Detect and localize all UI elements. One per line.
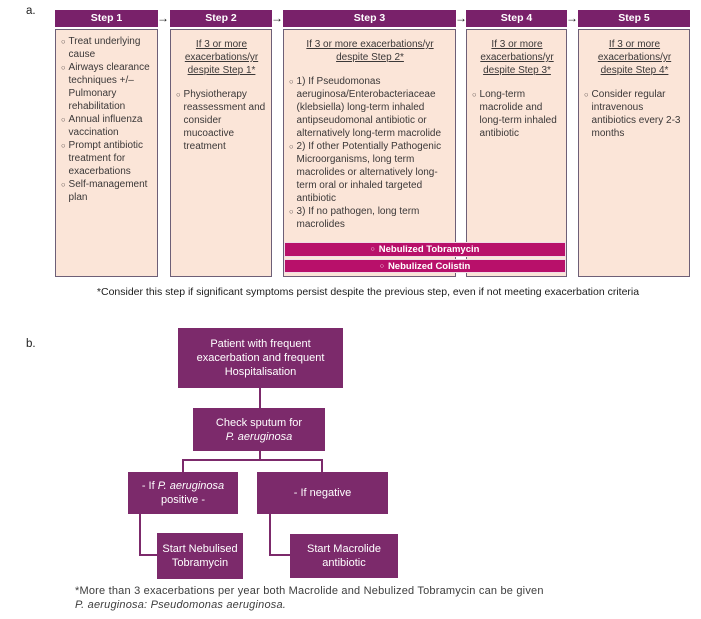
- bullet-item: ○Physiotherapy reassessment and consider…: [176, 88, 267, 153]
- nebulized-tobramycin-label: Nebulized Tobramycin: [378, 244, 480, 255]
- step-5-header: Step 5: [578, 10, 690, 27]
- circle-bullet-icon: ○: [61, 115, 66, 124]
- connector-line: [182, 459, 323, 461]
- start-macrolide-text: Start Macrolide antibiotic: [307, 543, 381, 569]
- panel-b-footnote: *More than 3 exacerbations per year both…: [75, 585, 544, 612]
- step-4-header: Step 4: [466, 10, 567, 27]
- bullet-item: ○Annual influenza vaccination: [61, 113, 153, 139]
- panel-a-label: a.: [26, 5, 36, 17]
- connector-line: [139, 514, 141, 556]
- step-2-header: Step 2: [170, 10, 272, 27]
- circle-bullet-icon: ○: [472, 90, 477, 99]
- bullet-item: ○3) If no pathogen, long term macrolides: [289, 205, 451, 231]
- circle-bullet-icon: ○: [61, 63, 66, 72]
- bullet-text: Airways clearance techniques +/– Pulmona…: [68, 62, 150, 112]
- circle-bullet-icon: ○: [379, 262, 384, 270]
- flow-node-start-tobramycin: Start Nebulised Tobramycin: [157, 533, 243, 579]
- step-3-bullets: ○1) If Pseudomonas aeruginosa/Enterobact…: [289, 75, 451, 231]
- step-4-column: Step 4 If 3 or more exacerbations/yr des…: [466, 10, 567, 277]
- bullet-text: Consider regular intravenous antibiotics…: [591, 89, 681, 139]
- circle-bullet-icon: ○: [370, 246, 375, 253]
- circle-bullet-icon: ○: [289, 207, 294, 216]
- check-sputum-line2: P. aeruginosa: [225, 430, 293, 443]
- step-4-heading: If 3 or more exacerbations/yr despite St…: [480, 39, 554, 76]
- step-2-column: Step 2 If 3 or more exacerbations/yr des…: [170, 10, 272, 277]
- panel-b-footnote-line2: P. aeruginosa: Pseudomonas aeruginosa.: [75, 598, 287, 611]
- bullet-item: ○1) If Pseudomonas aeruginosa/Enterobact…: [289, 75, 451, 140]
- panel-b-footnote-line1: *More than 3 exacerbations per year both…: [75, 585, 544, 597]
- arrow-right-icon: →: [566, 11, 578, 25]
- bullet-item: ○Airways clearance techniques +/– Pulmon…: [61, 61, 153, 113]
- bullet-text: Self-management plan: [68, 179, 148, 203]
- bullet-text: Long-term macrolide and long-term inhale…: [479, 89, 557, 139]
- connector-line: [182, 459, 184, 472]
- step-5-body: If 3 or more exacerbations/yr despite St…: [578, 29, 690, 277]
- step-1-body: ○Treat underlying cause○Airways clearanc…: [55, 29, 158, 277]
- circle-bullet-icon: ○: [289, 142, 294, 151]
- flow-node-start-macrolide: Start Macrolide antibiotic: [290, 534, 398, 578]
- bullet-text: 2) If other Potentially Pathogenic Micro…: [296, 141, 442, 204]
- step-4-body: If 3 or more exacerbations/yr despite St…: [466, 29, 567, 277]
- panel-b-label: b.: [26, 338, 36, 350]
- bullet-text: Prompt antibiotic treatment for exacerba…: [68, 140, 144, 177]
- bullet-text: Annual influenza vaccination: [68, 114, 143, 138]
- connector-line: [269, 514, 271, 556]
- step-3-body: If 3 or more exacerbations/yr despite St…: [283, 29, 456, 277]
- circle-bullet-icon: ○: [61, 141, 66, 150]
- circle-bullet-icon: ○: [176, 90, 181, 99]
- step-2-heading: If 3 or more exacerbations/yr despite St…: [184, 39, 259, 76]
- positive-text-pre: - If: [141, 480, 158, 492]
- bullet-item: ○Self-management plan: [61, 178, 153, 204]
- bullet-item: ○2) If other Potentially Pathogenic Micr…: [289, 140, 451, 205]
- start-tobramycin-text: Start Nebulised Tobramycin: [162, 543, 238, 569]
- connector-line: [321, 459, 323, 472]
- step-1-bullets: ○Treat underlying cause○Airways clearanc…: [61, 35, 153, 204]
- step-3-column: Step 3 If 3 or more exacerbations/yr des…: [283, 10, 456, 277]
- circle-bullet-icon: ○: [584, 90, 589, 99]
- step-5-bullets: ○Consider regular intravenous antibiotic…: [584, 88, 685, 140]
- step-4-bullets: ○Long-term macrolide and long-term inhal…: [472, 88, 562, 140]
- step-1-column: Step 1 ○Treat underlying cause○Airways c…: [55, 10, 158, 277]
- step-5-heading: If 3 or more exacerbations/yr despite St…: [597, 39, 672, 76]
- arrow-right-icon: →: [455, 11, 467, 25]
- step-1-header: Step 1: [55, 10, 158, 27]
- bullet-item: ○Treat underlying cause: [61, 35, 153, 61]
- flow-node-positive: - If P. aeruginosa positive -: [128, 472, 238, 514]
- flow-node-positive-text: - If P. aeruginosa positive -: [130, 479, 236, 507]
- bullet-text: 3) If no pathogen, long term macrolides: [296, 206, 420, 230]
- arrow-right-icon: →: [271, 11, 283, 25]
- flow-node-negative-text: - If negative: [293, 487, 352, 499]
- flow-node-check-sputum: Check sputum for P. aeruginosa: [193, 408, 325, 451]
- flow-node-patient-text: Patient with frequent exacerbation and f…: [196, 338, 325, 378]
- panel-a-footnote: *Consider this step if significant sympt…: [96, 286, 640, 298]
- check-sputum-line1: Check sputum for: [215, 416, 303, 429]
- nebulized-colistin-bar: ○ Nebulized Colistin: [284, 259, 566, 273]
- circle-bullet-icon: ○: [61, 180, 66, 189]
- connector-line: [269, 554, 290, 556]
- bullet-text: Treat underlying cause: [68, 36, 141, 60]
- flow-node-negative: - If negative: [257, 472, 388, 514]
- bullet-text: 1) If Pseudomonas aeruginosa/Enterobacte…: [296, 76, 442, 139]
- circle-bullet-icon: ○: [289, 77, 294, 86]
- positive-text-post: positive -: [160, 494, 206, 506]
- step-3-heading: If 3 or more exacerbations/yr despite St…: [306, 39, 434, 63]
- bullet-text: Physiotherapy reassessment and consider …: [183, 89, 266, 152]
- circle-bullet-icon: ○: [61, 37, 66, 46]
- arrow-right-icon: →: [157, 11, 169, 25]
- positive-text-italic: P. aeruginosa: [157, 480, 225, 492]
- bullet-item: ○Consider regular intravenous antibiotic…: [584, 88, 685, 140]
- flow-node-patient: Patient with frequent exacerbation and f…: [178, 328, 343, 388]
- step-2-body: If 3 or more exacerbations/yr despite St…: [170, 29, 272, 277]
- nebulized-colistin-label: Nebulized Colistin: [387, 260, 471, 272]
- connector-line: [259, 388, 261, 408]
- nebulized-tobramycin-bar: ○ Nebulized Tobramycin: [284, 242, 566, 257]
- step-5-column: Step 5 If 3 or more exacerbations/yr des…: [578, 10, 690, 277]
- step-2-bullets: ○Physiotherapy reassessment and consider…: [176, 88, 267, 153]
- connector-line: [139, 554, 157, 556]
- bullet-item: ○Long-term macrolide and long-term inhal…: [472, 88, 562, 140]
- connector-line: [259, 450, 261, 461]
- bullet-item: ○Prompt antibiotic treatment for exacerb…: [61, 139, 153, 178]
- step-3-header: Step 3: [283, 10, 456, 27]
